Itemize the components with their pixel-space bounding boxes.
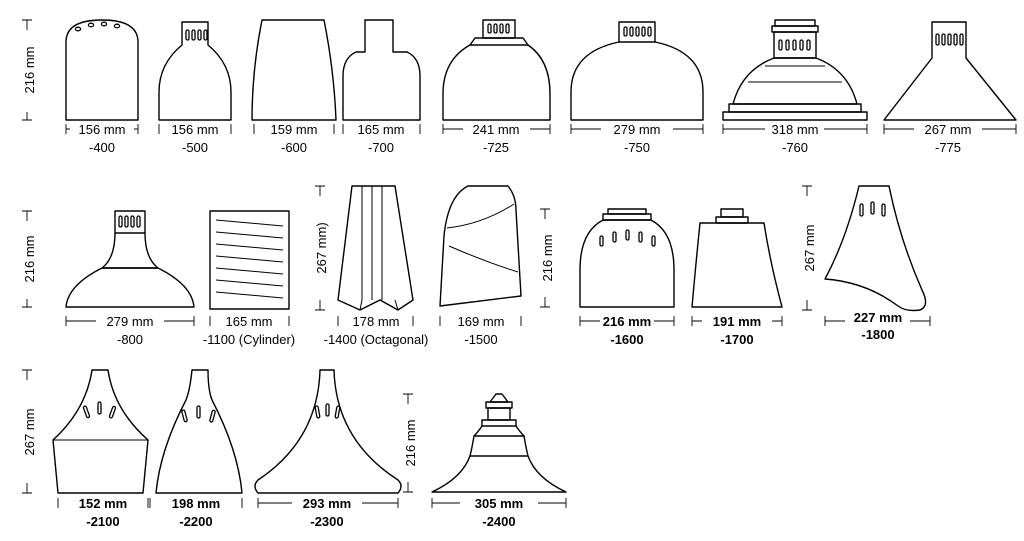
width-label-1100: 165 mm: [226, 314, 273, 329]
height-label-1800: 267 mm: [802, 225, 817, 272]
shade-1600-outline: [579, 208, 675, 308]
width-label-2100: 152 mm: [79, 496, 127, 511]
code-label-400: -400: [89, 140, 115, 155]
width-label-1500: 169 mm: [458, 314, 505, 329]
width-label-775: 267 mm: [925, 122, 972, 137]
code-label-1400: -1400 (Octagonal): [324, 332, 429, 347]
height-label-row1: 216 mm: [22, 47, 37, 94]
width-label-2200: 198 mm: [172, 496, 220, 511]
code-label-1700: -1700: [720, 332, 753, 347]
code-label-2200: -2200: [179, 514, 212, 529]
code-label-750: -750: [624, 140, 650, 155]
code-label-725: -725: [483, 140, 509, 155]
width-label-800: 279 mm: [107, 314, 154, 329]
shade-1100-outline: [209, 210, 290, 310]
height-label-row3: 267 mm: [22, 409, 37, 456]
code-label-2100: -2100: [86, 514, 119, 529]
width-label-725: 241 mm: [473, 122, 520, 137]
height-label-2400: 216 mm: [403, 420, 418, 467]
code-label-1600: -1600: [610, 332, 643, 347]
shade-760-outline: [722, 19, 868, 121]
code-label-500: -500: [182, 140, 208, 155]
shade-600-outline: [251, 19, 337, 121]
height-label-row2: 216 mm: [22, 236, 37, 283]
shade-2100-outline: [52, 369, 149, 494]
shade-500-outline: [158, 21, 232, 121]
shade-1400-outline: [337, 185, 414, 311]
width-label-400: 156 mm: [79, 122, 126, 137]
width-label-500: 156 mm: [172, 122, 219, 137]
width-label-1600: 216 mm: [603, 314, 651, 329]
code-label-700: -700: [368, 140, 394, 155]
shade-1700-outline: [691, 208, 783, 308]
width-label-1400: 178 mm: [353, 314, 400, 329]
shade-1500-outline: [439, 185, 522, 307]
height-dimension-lines: [22, 19, 812, 494]
dimension-lines: [57, 124, 1017, 508]
code-label-2400: -2400: [482, 514, 515, 529]
width-label-1700: 191 mm: [713, 314, 761, 329]
width-label-600: 159 mm: [271, 122, 318, 137]
code-label-2300: -2300: [310, 514, 343, 529]
height-labels: 216 mm 216 mm 267 mm) 216 mm 267 mm 267 …: [22, 47, 817, 467]
shade-775-outline: [883, 21, 1017, 121]
shade-725-outline: [442, 19, 551, 121]
shade-2200-outline: [155, 369, 243, 494]
width-label-1800: 227 mm: [854, 310, 902, 325]
code-label-1100: -1100 (Cylinder): [203, 332, 295, 347]
width-label-700: 165 mm: [358, 122, 405, 137]
shade-2300-outline: [254, 369, 402, 494]
width-labels: 156 mm -400 156 mm -500 159 mm -600 165 …: [79, 122, 972, 529]
code-label-1800: -1800: [861, 327, 894, 342]
code-label-800: -800: [117, 332, 143, 347]
height-label-1600: 216 mm: [540, 235, 555, 282]
shade-400-outline: [65, 19, 139, 121]
width-label-760: 318 mm: [772, 122, 819, 137]
code-label-760: -760: [782, 140, 808, 155]
shade-800-outline: [65, 210, 195, 308]
code-label-1500: -1500: [464, 332, 497, 347]
width-label-2400: 305 mm: [475, 496, 523, 511]
code-label-600: -600: [281, 140, 307, 155]
shade-750-outline: [570, 21, 704, 121]
width-label-2300: 293 mm: [303, 496, 351, 511]
shade-1800-outline: [824, 185, 927, 312]
width-label-750: 279 mm: [614, 122, 661, 137]
shade-2400-outline: [431, 393, 567, 493]
shade-700-outline: [342, 19, 421, 121]
code-label-775: -775: [935, 140, 961, 155]
height-label-1400: 267 mm): [314, 222, 329, 273]
